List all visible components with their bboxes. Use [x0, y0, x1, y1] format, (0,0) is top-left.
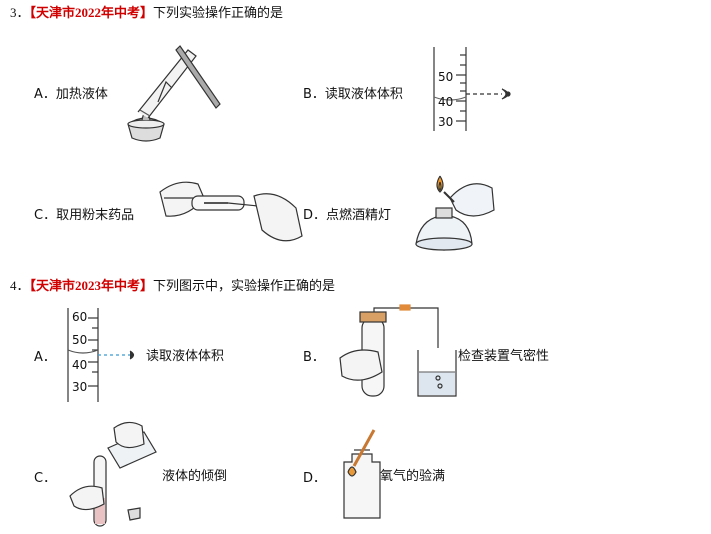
- question-number: 3．: [10, 5, 30, 20]
- question-number: 4．: [10, 278, 30, 293]
- q4-option-c-letter[interactable]: C．: [34, 467, 56, 486]
- option-letter: B．: [303, 87, 325, 102]
- graduated-cylinder-illustration: [67, 308, 135, 402]
- q3-option-a[interactable]: A．加热液体: [34, 83, 108, 102]
- option-text: 取用粉末药品: [56, 208, 135, 223]
- option-text: 点燃酒精灯: [326, 208, 392, 223]
- option-letter: D．: [303, 471, 327, 486]
- powder-transfer-illustration: [159, 181, 303, 242]
- source-tag: 【天津市2022年中考】: [29, 5, 154, 20]
- q4-option-d-text: 氧气的验满: [380, 469, 446, 484]
- question-stem: 下列实验操作正确的是: [153, 6, 284, 21]
- tick-label: 40: [72, 358, 88, 372]
- tick-label: 60: [72, 310, 88, 324]
- q4-option-d-letter[interactable]: D．: [303, 467, 326, 486]
- option-letter: A．: [34, 350, 56, 365]
- tick-label: 30: [438, 115, 454, 129]
- tick-label: 40: [438, 95, 454, 109]
- question-stem: 下列图示中，实验操作正确的是: [153, 279, 336, 294]
- q4-option-a-letter[interactable]: A．: [34, 346, 56, 365]
- airtightness-check-illustration: [339, 304, 457, 397]
- q4-option-b-text: 检查装置气密性: [458, 349, 550, 364]
- option-text: 读取液体体积: [324, 87, 403, 102]
- q4-option-a-text: 读取液体体积: [146, 349, 225, 364]
- option-letter: D．: [303, 208, 327, 223]
- q4-option-c-text: 液体的倾倒: [162, 469, 228, 484]
- liquid-pouring-illustration: [69, 421, 157, 527]
- alcohol-lamp-illustration: [415, 175, 495, 251]
- question-4-header: 4．【天津市2023年中考】下列图示中，实验操作正确的是: [10, 275, 335, 294]
- tick-label: 50: [438, 70, 454, 84]
- q3-option-d[interactable]: D．点燃酒精灯: [303, 204, 391, 223]
- oxygen-check-illustration: [343, 429, 381, 519]
- q3-option-b[interactable]: B．读取液体体积: [303, 83, 403, 102]
- option-letter: A．: [34, 87, 56, 102]
- question-3-header: 3．【天津市2022年中考】下列实验操作正确的是: [10, 2, 283, 21]
- tick-label: 30: [72, 380, 88, 394]
- option-letter: B．: [303, 350, 325, 365]
- heating-liquid-illustration: [127, 45, 221, 142]
- option-letter: C．: [34, 471, 57, 486]
- graduated-cylinder-illustration: [433, 47, 511, 131]
- tick-label: 50: [72, 333, 88, 347]
- source-tag: 【天津市2023年中考】: [29, 278, 154, 293]
- option-text: 加热液体: [55, 87, 108, 102]
- q4-option-b-letter[interactable]: B．: [303, 346, 325, 365]
- q3-option-c[interactable]: C．取用粉末药品: [34, 204, 134, 223]
- option-letter: C．: [34, 208, 57, 223]
